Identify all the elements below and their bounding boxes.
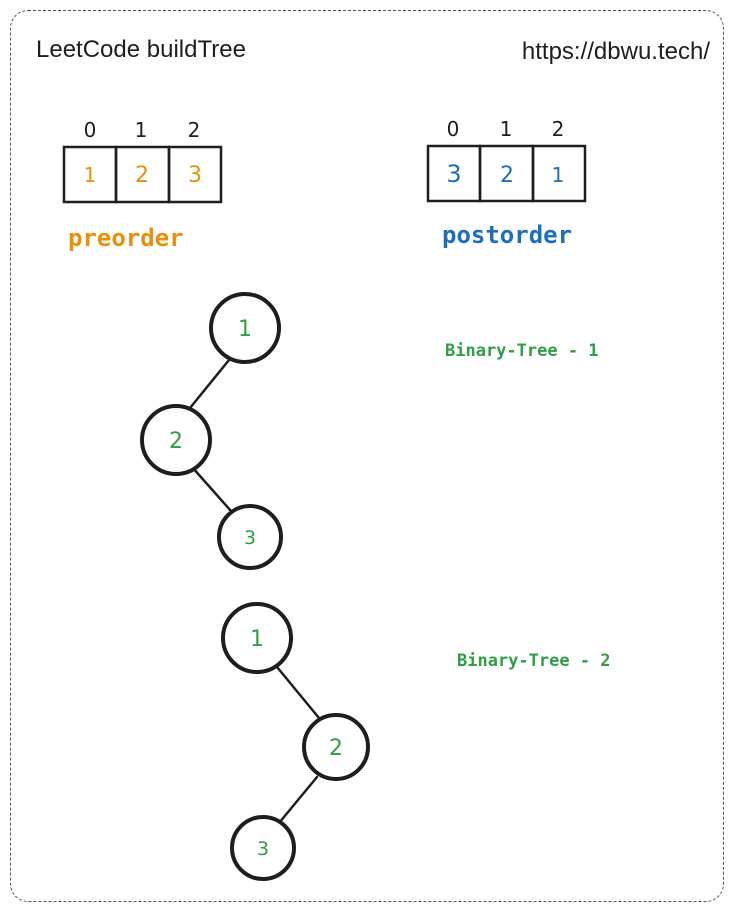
tree-1-label: Binary-Tree - 1 xyxy=(445,341,599,361)
tree-node-label: 3 xyxy=(257,838,269,860)
diagram-title: LeetCode buildTree xyxy=(36,36,246,63)
tree-node xyxy=(221,602,293,674)
preorder-value: 3 xyxy=(188,163,202,188)
tree-edge xyxy=(277,775,319,825)
preorder-label: preorder xyxy=(68,224,184,252)
postorder-index: 1 xyxy=(500,117,513,141)
postorder-label: postorder xyxy=(442,221,573,249)
tree-node xyxy=(302,713,370,781)
preorder-value: 2 xyxy=(135,163,149,188)
postorder-index: 2 xyxy=(552,117,565,141)
postorder-index: 0 xyxy=(447,117,460,141)
tree-edge xyxy=(188,358,231,410)
tree-2-label: Binary-Tree - 2 xyxy=(457,651,611,671)
postorder-value: 1 xyxy=(552,163,565,187)
postorder-value: 3 xyxy=(446,160,461,188)
tree-edge xyxy=(275,665,321,720)
preorder-index: 2 xyxy=(188,118,201,142)
tree-edge xyxy=(190,465,233,513)
site-url: https://dbwu.tech/ xyxy=(521,38,710,65)
binary-tree-1: 1 2 3 xyxy=(140,292,283,570)
preorder-index: 1 xyxy=(135,118,148,142)
diagram-frame xyxy=(10,10,724,902)
preorder-array: 0 1 2 1 2 3 xyxy=(62,118,223,204)
tree-node-label: 3 xyxy=(244,527,256,549)
tree-node xyxy=(209,292,281,364)
tree-node-label: 2 xyxy=(329,736,343,761)
preorder-cell xyxy=(167,145,223,204)
postorder-cell xyxy=(531,144,587,203)
postorder-value: 2 xyxy=(500,163,514,188)
postorder-array: 0 1 2 3 2 1 xyxy=(426,117,587,203)
tree-node xyxy=(230,815,296,881)
tree-node xyxy=(217,504,283,570)
preorder-value: 1 xyxy=(84,163,97,187)
tree-node-label: 2 xyxy=(169,429,183,454)
tree-node-label: 1 xyxy=(238,317,252,342)
preorder-index: 0 xyxy=(84,118,97,142)
tree-node xyxy=(140,404,212,476)
tree-node-label: 1 xyxy=(250,627,264,652)
binary-tree-2: 1 2 3 xyxy=(221,602,370,881)
